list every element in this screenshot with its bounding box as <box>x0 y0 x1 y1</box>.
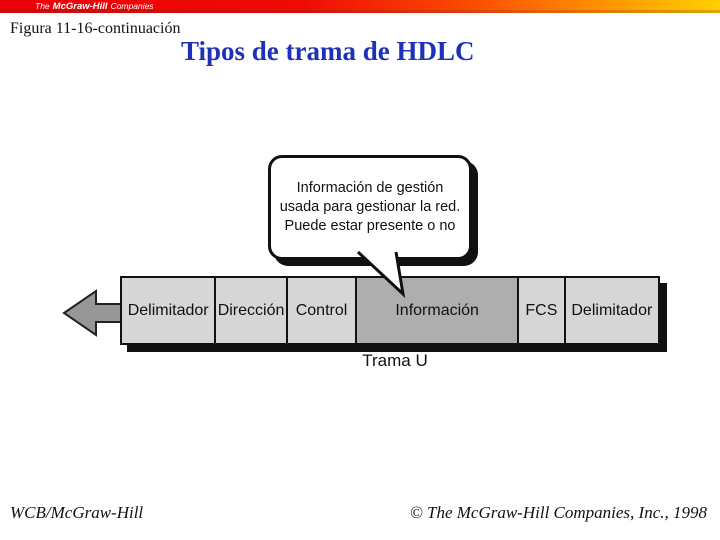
frame-caption: Trama U <box>362 351 428 370</box>
callout-line: Información de gestión <box>296 180 444 196</box>
callout-box: Información de gestión usada para gestio… <box>268 155 472 260</box>
hdlc-frame: Delimitador Dirección Control Informació… <box>120 276 660 345</box>
callout-line: Puede estar presente o no <box>284 218 456 234</box>
left-arrow-icon <box>62 289 123 337</box>
mcgraw-hill-logo: The McGraw-Hill Companies <box>35 0 154 13</box>
callout-tail-pointer <box>356 250 406 299</box>
brand-bar: The McGraw-Hill Companies <box>0 0 720 13</box>
callout-line: usada para gestionar la red. <box>279 199 461 215</box>
logo-name: McGraw-Hill <box>52 1 108 12</box>
logo-companies: Companies <box>110 1 154 11</box>
frame-cell-delimitador-end: Delimitador <box>565 278 658 343</box>
frame-cell-control: Control <box>287 278 358 343</box>
footer-credit: WCB/McGraw-Hill <box>10 503 144 522</box>
frame-cell-delimitador-start: Delimitador <box>122 278 217 343</box>
footer-copyright: © The McGraw-Hill Companies, Inc., 1998 <box>409 503 707 522</box>
figure-label: Figura 11-16-continuación <box>10 20 181 37</box>
page-title: Tipos de trama de HDLC <box>181 36 475 66</box>
logo-the: The <box>35 1 50 11</box>
frame-cell-informacion: Información <box>357 278 520 343</box>
frame-cell-direccion: Dirección <box>216 278 288 343</box>
frame-cell-fcs: FCS <box>519 278 566 343</box>
